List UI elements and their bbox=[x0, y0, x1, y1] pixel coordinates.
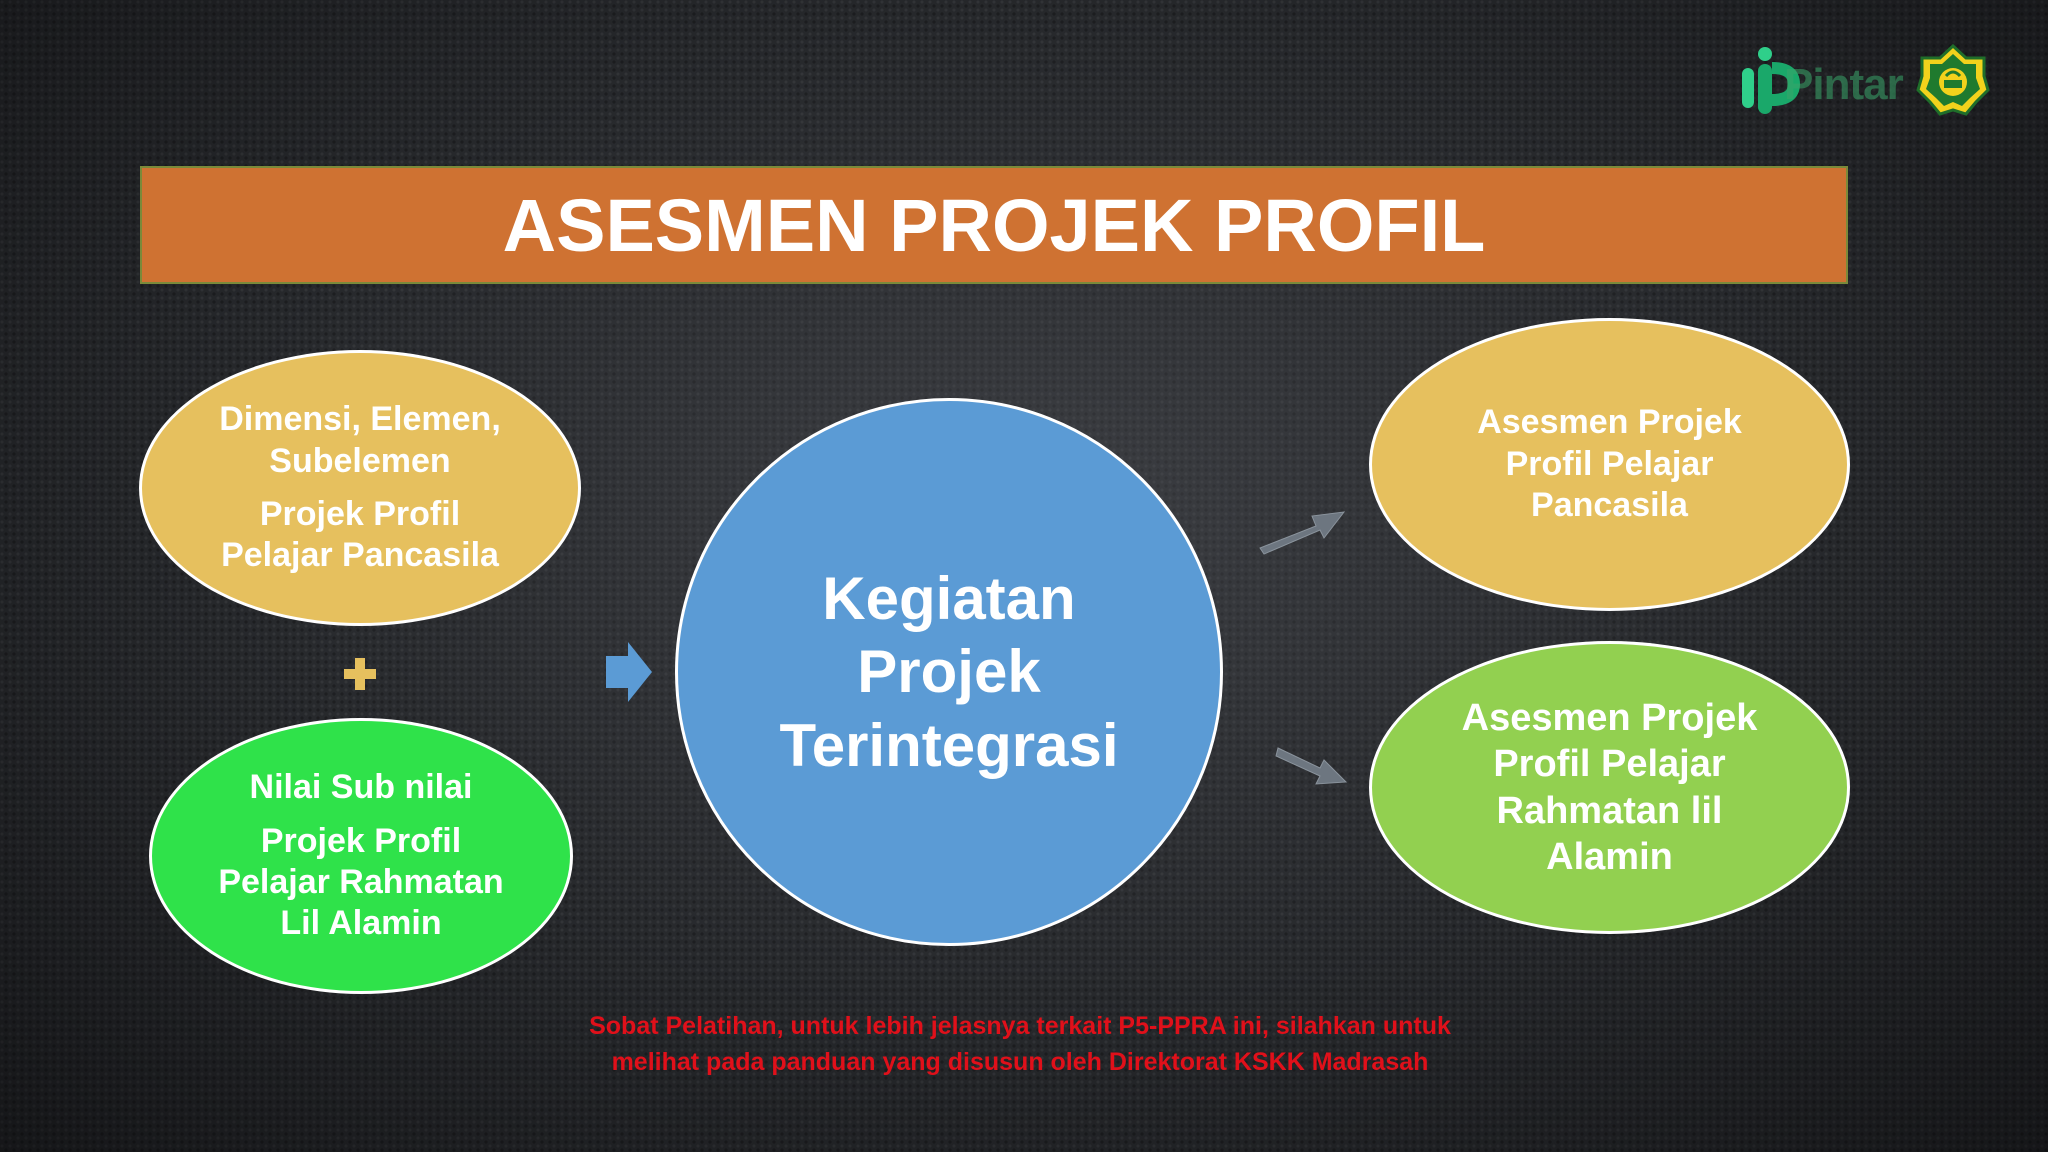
arrow-down-right-icon bbox=[1275, 747, 1348, 785]
plus-icon bbox=[344, 658, 376, 690]
pancasila-line-3: Pancasila bbox=[1531, 486, 1688, 525]
pintar-wordmark: Pintar bbox=[1784, 60, 1904, 109]
pintar-logo: Pintar bbox=[1742, 46, 1904, 118]
kegiatan-projek-circle: Kegiatan Projek Terintegrasi bbox=[675, 398, 1223, 946]
asesmen-pancasila-ellipse: Asesmen Projek Profil Pelajar Pancasila bbox=[1369, 318, 1850, 611]
footer-line-2: melihat pada panduan yang disusun oleh D… bbox=[611, 1048, 1429, 1076]
rahmatan-line-1: Asesmen Projek bbox=[1461, 696, 1758, 739]
pintar-logo-icon bbox=[1742, 47, 1801, 114]
kemenag-emblem-icon bbox=[1916, 43, 1990, 116]
dimensi-line-1: Dimensi, Elemen, bbox=[219, 400, 501, 439]
arrow-up-right-icon bbox=[1259, 511, 1346, 555]
dimensi-line-2: Subelemen bbox=[269, 441, 451, 480]
center-line-1: Kegiatan bbox=[822, 565, 1076, 633]
nilai-line-3: Pelajar Rahmatan bbox=[218, 863, 504, 901]
rahmatan-line-4: Alamin bbox=[1546, 835, 1673, 878]
footer-note: Sobat Pelatihan, untuk lebih jelasnya te… bbox=[480, 1008, 1560, 1080]
dimensi-line-3: Projek Profil bbox=[259, 495, 461, 533]
nilai-line-1: Nilai Sub nilai bbox=[249, 768, 473, 807]
dimensi-line-4: Pelajar Pancasila bbox=[221, 536, 499, 575]
arrow-right-icon bbox=[606, 642, 652, 702]
nilai-line-4: Lil Alamin bbox=[280, 904, 442, 943]
rahmatan-line-3: Rahmatan lil bbox=[1496, 789, 1723, 832]
nilai-sub-nilai-ellipse: Nilai Sub nilai Projek Profil Pelajar Ra… bbox=[149, 718, 573, 994]
slide-title: ASESMEN PROJEK PROFIL bbox=[502, 183, 1486, 267]
center-line-2: Projek bbox=[857, 638, 1041, 706]
footer-line-1: Sobat Pelatihan, untuk lebih jelasnya te… bbox=[589, 1012, 1451, 1040]
pancasila-line-1: Asesmen Projek bbox=[1477, 403, 1742, 442]
center-line-3: Terintegrasi bbox=[779, 711, 1119, 779]
title-banner: ASESMEN PROJEK PROFIL bbox=[140, 166, 1848, 284]
pancasila-line-2: Profil Pelajar bbox=[1505, 444, 1714, 483]
dimensi-elemen-ellipse: Dimensi, Elemen, Subelemen Projek Profil… bbox=[139, 350, 581, 626]
kemenag-logo bbox=[1916, 43, 1990, 118]
asesmen-rahmatan-ellipse: Asesmen Projek Profil Pelajar Rahmatan l… bbox=[1369, 641, 1850, 934]
nilai-line-2: Projek Profil bbox=[260, 821, 462, 860]
rahmatan-line-2: Profil Pelajar bbox=[1493, 743, 1726, 786]
